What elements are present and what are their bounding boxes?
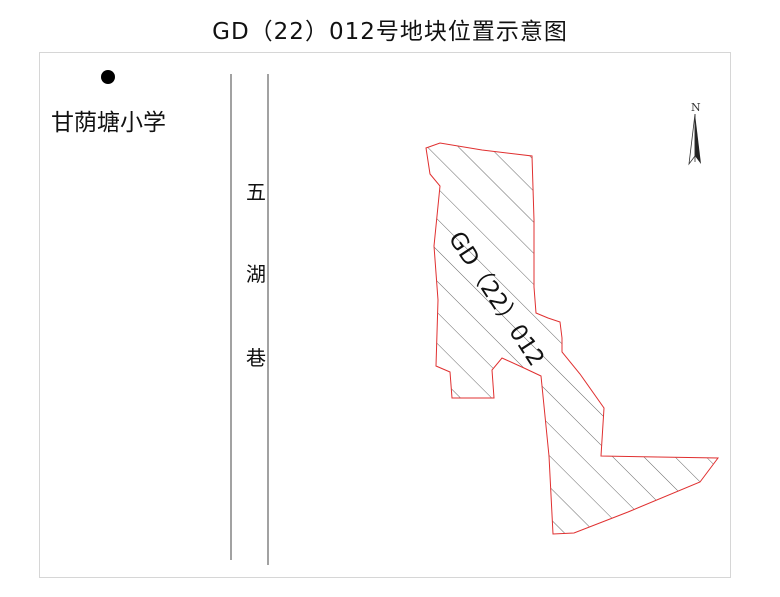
school-marker-icon xyxy=(101,70,115,84)
school-label: 甘荫塘小学 xyxy=(51,110,166,136)
road-label-char-1: 五 xyxy=(246,180,266,204)
north-arrow-icon: N xyxy=(688,101,701,166)
parcel-polygon[interactable] xyxy=(425,142,719,535)
map-title: GD（22）012号地块位置示意图 xyxy=(212,19,568,45)
north-label: N xyxy=(691,101,701,114)
map-frame xyxy=(39,52,731,578)
road-label-char-2: 湖 xyxy=(246,262,266,286)
road-label-char-3: 巷 xyxy=(246,346,266,370)
